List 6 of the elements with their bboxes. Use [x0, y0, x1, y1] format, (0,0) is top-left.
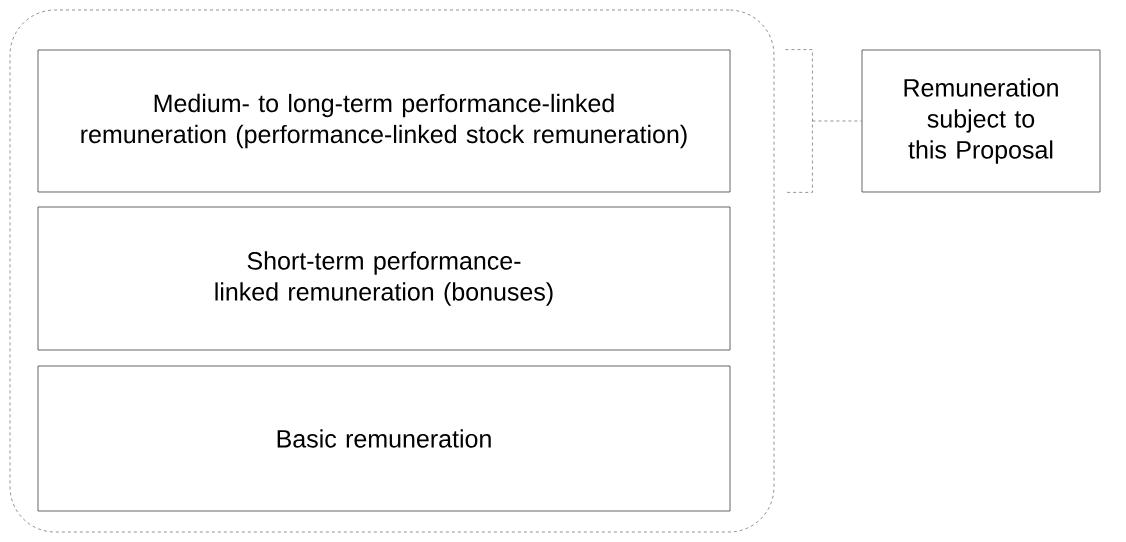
text-box: Remuneration subject to this Proposal	[861, 49, 1101, 193]
text-box: Basic remuneration	[37, 365, 731, 512]
text-box: Medium- to long-term performance-linked remuneration (performance-linked stock remuneration)	[37, 49, 731, 193]
text-box: Short-term performance-linked remuneration (bonuses)	[37, 206, 731, 351]
dashed-group-outline	[9, 9, 775, 533]
bracket-connector	[785, 49, 862, 193]
